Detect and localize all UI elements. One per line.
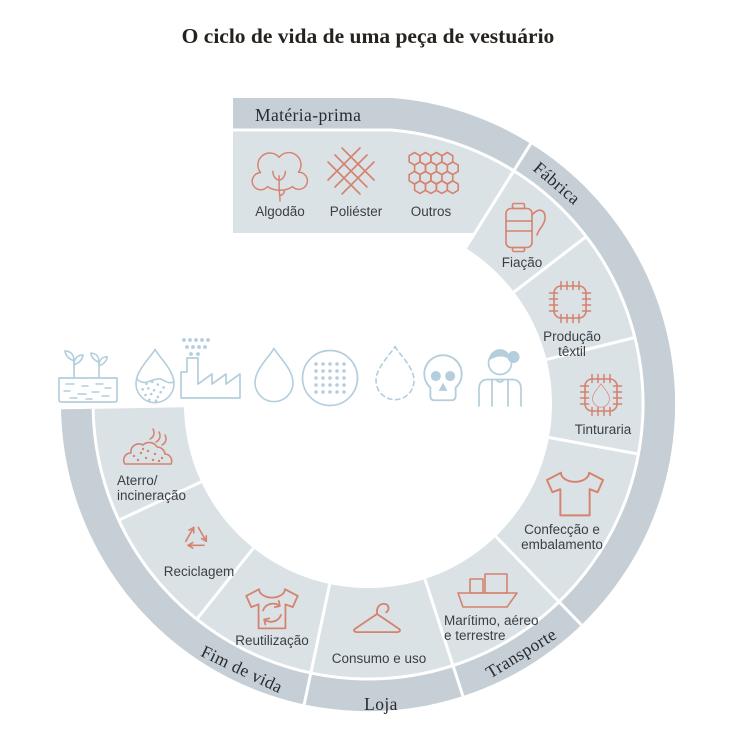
item-label: Reciclagem [164,564,235,579]
item-label: Marítimo, aéreo [444,613,539,628]
item-label: Consumo e uso [332,651,427,666]
cargo-ship-icon [457,573,518,608]
item-label: incineração [117,488,186,503]
garment-worker-icon [478,349,522,407]
seedlings-soil-icon [58,350,118,403]
divider-reutilizacao-reciclagem [195,547,255,621]
item-label: embalamento [521,537,603,552]
water-drop-icon [254,347,294,403]
toxicity-skull-icon [423,354,463,402]
item-consumo: Consumo e uso [332,602,427,666]
raw-material-header-band [233,98,531,171]
item-confeccao: Confecção e embalamento [521,471,605,552]
tshirt-reuse-icon [245,588,299,630]
item-label: Aterro/ [117,473,158,488]
dashed-drop-icon [375,345,415,401]
page-title: O ciclo de vida de uma peça de vestuário [182,24,555,48]
dividers [91,128,645,705]
item-label: Reutilização [235,633,309,648]
item-label: Confecção e [524,522,600,537]
section-label-loja: Loja [364,694,398,714]
item-tinturaria: Tinturaria [575,373,632,437]
item-poliester: Poliéster [327,147,383,219]
item-label: Tinturaria [575,422,632,437]
item-maritimo: Marítimo, aéreo e terrestre [444,573,539,643]
divider-fiacao-producao [513,235,588,294]
polyester-weave-icon [327,147,375,195]
hanger-icon [353,602,401,634]
polluted-drop-icon [135,348,175,404]
divider-tinturaria-confeccao [548,436,639,456]
recycle-arrows-icon [184,526,208,549]
honeycomb-icon [408,151,460,195]
item-reciclagem: Reciclagem [164,526,235,579]
item-reutilizacao: Reutilização [235,588,309,648]
item-label: e terrestre [444,628,506,643]
item-algodao: Algodão [251,151,309,219]
item-label: Fiação [502,255,543,270]
item-aterro: Aterro/ incineração [117,428,186,503]
band-inner-separator [91,128,645,681]
yarn-spool-icon [505,202,546,253]
microfibers-icon [301,349,359,407]
dye-swatch-icon [579,373,623,417]
landfill-incineration-icon [122,428,173,465]
impact-icons-row [58,338,522,407]
item-outros: Outros [408,151,460,219]
item-label: têxtil [558,344,586,359]
divider-transporte-loja [423,578,465,697]
divider-reciclagem-aterro [118,480,202,522]
item-label: Outros [411,204,452,219]
divider-fabrica-transporte [494,535,583,626]
divider-producao-tinturaria [546,336,636,361]
item-label: Produção [543,329,601,344]
divider-materia-fabrica [464,142,532,249]
factory-emissions-icon [180,338,241,399]
section-label-materia-prima: Matéria-prima [255,105,361,125]
fabric-swatch-icon [548,280,592,324]
stage-items: Algodão Poliéster Outros Fiação [117,147,632,666]
item-fiacao: Fiação [502,202,546,270]
divider-loja-fimdevida [302,583,332,705]
item-label: Poliéster [330,204,383,219]
item-producao-textil: Produção têxtil [543,280,601,359]
item-label: Algodão [255,204,305,219]
cotton-icon [251,151,309,202]
